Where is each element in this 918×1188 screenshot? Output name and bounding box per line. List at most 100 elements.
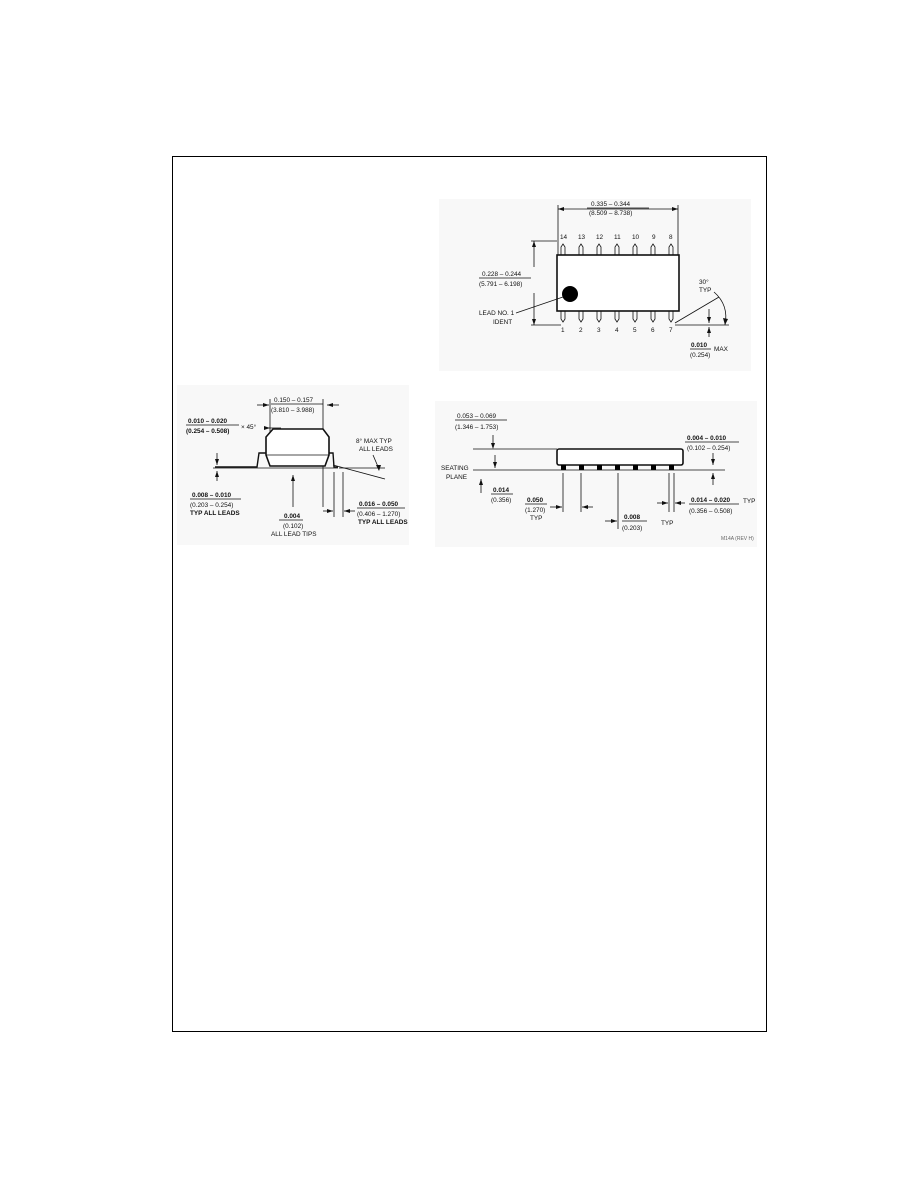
top-leads — [560, 243, 674, 255]
right-lead — [329, 452, 338, 468]
max-angle-label: 8° MAX TYP — [356, 437, 392, 445]
max-label: MAX — [714, 346, 729, 353]
package-body-side — [556, 448, 684, 466]
seating-label: SEATING — [441, 465, 469, 472]
pin-number: 13 — [578, 234, 586, 241]
arrow-icon — [215, 471, 219, 477]
pin-number: 3 — [597, 327, 601, 334]
length-dim-mm: (8.509 – 8.738) — [589, 210, 632, 217]
lead-ident-label: IDENT — [493, 319, 512, 326]
pitch-in: 0.050 — [527, 497, 543, 504]
bottom-leads — [560, 311, 674, 323]
lead-thk-note: TYP ALL LEADS — [190, 510, 240, 517]
max-dim-in: 0.010 — [691, 342, 707, 349]
arrow-icon — [582, 505, 588, 509]
pin-number: 14 — [560, 234, 568, 241]
reference-line — [674, 296, 720, 324]
left-lead — [215, 452, 266, 468]
side-view-background — [435, 401, 757, 547]
lead-thk-in: 0.008 – 0.010 — [192, 492, 232, 499]
arrow-icon — [723, 318, 728, 325]
leader-line — [515, 296, 564, 314]
arrow-icon — [479, 479, 483, 485]
package-outline-drawing: 0.335 – 0.344 (8.509 – 8.738) 14 13 12 1… — [177, 199, 757, 547]
arrow-icon — [711, 459, 715, 465]
pin-number: 6 — [651, 327, 655, 334]
arrow-icon — [662, 501, 668, 505]
page-frame: 0.335 – 0.344 (8.509 – 8.738) 14 13 12 1… — [172, 156, 767, 1032]
arrow-icon — [327, 403, 333, 407]
seat-mm: (0.356) — [491, 497, 511, 504]
tips-in: 0.004 — [284, 513, 300, 520]
top-view: 0.335 – 0.344 (8.509 – 8.738) 14 13 12 1… — [439, 199, 751, 371]
pin-number: 1 — [561, 327, 565, 334]
arrow-icon — [493, 462, 497, 468]
foot-note: TYP ALL LEADS — [358, 519, 408, 526]
arrow-icon — [344, 509, 350, 513]
arrow-icon — [711, 473, 715, 479]
pitch-mm: (1.270) — [525, 507, 545, 514]
arrow-icon — [291, 475, 295, 481]
end-view: 0.150 – 0.157 (3.810 – 3.988) 0.010 – 0.… — [177, 385, 409, 545]
pin-number: 5 — [633, 327, 637, 334]
arrow-icon — [263, 403, 269, 407]
arrow-icon — [672, 207, 678, 211]
pin-number: 9 — [652, 234, 656, 241]
pin-number: 12 — [596, 234, 604, 241]
angle-label: 30° — [699, 278, 709, 286]
gap-mm: (0.203) — [622, 525, 642, 532]
standoff-mm: (0.102 – 0.254) — [687, 445, 730, 452]
max-angle-label: ALL LEADS — [359, 446, 393, 453]
side-leads — [561, 465, 674, 470]
angle-typ: TYP — [699, 287, 711, 294]
foot-in: 0.016 – 0.050 — [359, 501, 399, 508]
tips-mm: (0.102) — [283, 523, 303, 530]
arrow-icon — [556, 505, 562, 509]
arrow-icon — [491, 443, 495, 449]
lead-w-in: 0.014 – 0.020 — [691, 497, 731, 504]
package-body-top — [556, 254, 680, 312]
lead-thk-mm: (0.203 – 0.254) — [190, 502, 233, 509]
chamfer-angle: × 45° — [241, 423, 257, 431]
standoff-in: 0.004 – 0.010 — [687, 435, 727, 442]
seat-in: 0.014 — [493, 487, 509, 494]
pin-number: 4 — [615, 327, 619, 334]
arrow-icon — [532, 241, 536, 247]
foot-mm: (0.406 – 1.270) — [357, 511, 400, 518]
max-dim-mm: (0.254) — [690, 352, 710, 359]
width-dim-in: 0.228 – 0.244 — [482, 271, 522, 278]
package-body-end — [265, 428, 330, 467]
height-in: 0.053 – 0.069 — [457, 413, 497, 420]
arrow-icon — [675, 501, 681, 505]
lead-ident-label: LEAD NO. 1 — [479, 310, 515, 317]
side-view: 0.053 – 0.069 (1.346 – 1.753) SEATING PL… — [435, 401, 757, 547]
height-mm: (1.346 – 1.753) — [455, 424, 498, 431]
arrow-icon — [532, 319, 536, 325]
gap-typ: TYP — [661, 520, 673, 527]
width-dim-mm: (5.791 – 6.198) — [479, 281, 522, 288]
chamfer-mm: (0.254 – 0.508) — [186, 428, 229, 435]
pitch-typ: TYP — [530, 515, 542, 522]
length-dim-in: 0.335 – 0.344 — [591, 201, 631, 208]
drawing-code: M14A (REV H) — [721, 536, 754, 542]
lead-angle-line — [332, 464, 386, 480]
end-width-in: 0.150 – 0.157 — [274, 397, 314, 404]
lead-w-typ: TYP — [743, 498, 755, 505]
arrow-icon — [264, 426, 270, 430]
arrow-icon — [707, 317, 711, 323]
end-width-mm: (3.810 – 3.988) — [271, 407, 314, 414]
arrow-icon — [558, 207, 564, 211]
arrow-icon — [376, 465, 381, 471]
pin1-ident-circle — [562, 286, 578, 302]
pin-number: 2 — [579, 327, 583, 334]
arrow-icon — [327, 509, 333, 513]
tips-note: ALL LEAD TIPS — [271, 531, 316, 538]
chamfer-in: 0.010 – 0.020 — [188, 418, 228, 425]
arrow-icon — [215, 459, 219, 465]
pin-number: 10 — [632, 234, 640, 241]
pin-number: 11 — [614, 234, 621, 241]
pin-number: 7 — [669, 327, 673, 334]
pin-number: 8 — [669, 234, 673, 241]
gap-in: 0.008 — [624, 514, 640, 521]
seating-label: PLANE — [446, 474, 467, 481]
